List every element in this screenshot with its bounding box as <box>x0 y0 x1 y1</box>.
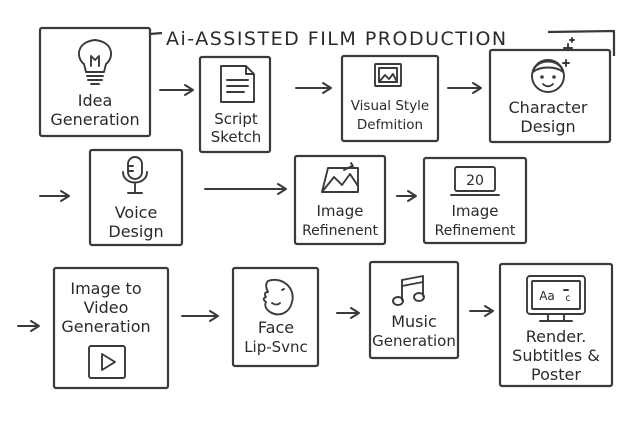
node-image-to-video-generation: Image to Video Generation <box>52 266 170 390</box>
node-label-line: Design <box>520 117 575 136</box>
node-label-line: Generation <box>50 110 139 129</box>
node-image-refinement-1: Image Refinenent <box>293 154 387 246</box>
lightbulb-icon <box>78 39 112 85</box>
node-label-line: Video <box>84 298 129 317</box>
node-label-line: Script <box>214 110 258 128</box>
arrow-video-to-face <box>181 310 219 322</box>
arrow-voice-to-image <box>204 183 287 195</box>
node-label-line: Image <box>452 202 499 220</box>
arrow-image-to-image <box>396 190 417 202</box>
node-label-line: Image <box>317 202 364 220</box>
node-face-lip-sync: Face Lip-Svnc <box>231 266 320 368</box>
node-label-line: Generation <box>372 332 456 350</box>
monitor-subtitles-icon: Aa c <box>526 275 586 322</box>
node-label-line: Lip-Svnc <box>244 338 308 356</box>
arrow-visual-to-character <box>447 82 482 94</box>
image-frame-icon <box>374 63 402 87</box>
sparkle-icon <box>563 37 575 53</box>
arrow-idea-to-script <box>159 84 194 96</box>
arrow-row2-entry <box>39 190 70 202</box>
node-label-line: Visual Style <box>351 98 430 114</box>
node-label-line: Poster <box>531 365 581 384</box>
monitor-icon-text: Aa <box>539 289 555 303</box>
node-idea-generation: Idea Generation <box>38 26 152 138</box>
monitor-icon-text-small: c <box>565 293 571 304</box>
arrow-music-to-render <box>469 305 494 317</box>
node-label-line: Sketch <box>211 128 262 146</box>
arrow-row3-entry <box>17 320 40 332</box>
node-render-subtitles-poster: Aa c Render. Subtitles & Poster <box>498 262 614 388</box>
screen-icon: 20 <box>450 166 500 196</box>
node-label-line: Character <box>509 98 588 117</box>
node-label-line: Music <box>391 312 437 331</box>
diagram-title: Ai-ASSISTED FILM PRODUCTION <box>166 28 508 50</box>
screen-icon-text: 20 <box>466 173 484 189</box>
node-voice-design: Voice Design <box>88 148 184 247</box>
node-music-generation: Music Generation <box>368 260 460 360</box>
node-image-refinement-2: 20 Image Refinement <box>422 156 528 245</box>
play-button-icon <box>88 345 126 379</box>
node-label-line: Face <box>258 318 294 337</box>
document-icon <box>220 65 255 103</box>
node-label-line: Design <box>108 222 163 241</box>
landscape-image-icon <box>321 162 359 193</box>
face-profile-icon <box>262 278 294 316</box>
node-label-line: Refinenent <box>302 223 378 239</box>
node-label-line: Defmition <box>357 117 423 133</box>
node-character-design: Character Design <box>488 48 612 144</box>
node-label-line: Generation <box>61 317 150 336</box>
node-label-line: Image to <box>70 279 141 298</box>
node-label-line: Render. <box>526 327 587 346</box>
arrow-script-to-visual <box>295 82 332 94</box>
node-label-line: Idea <box>78 91 113 110</box>
node-label-line: Voice <box>115 203 158 222</box>
microphone-icon <box>122 156 148 194</box>
node-label-line: Refinement <box>435 223 516 239</box>
node-label-line: Subtitles & <box>512 346 600 365</box>
character-face-icon <box>531 59 570 93</box>
title-frame <box>149 29 616 56</box>
arrow-face-to-music <box>336 307 360 319</box>
node-visual-style-definition: Visual Style Defmition <box>340 54 440 143</box>
music-note-icon <box>392 275 425 306</box>
node-script-sketch: Script Sketch <box>198 55 272 154</box>
